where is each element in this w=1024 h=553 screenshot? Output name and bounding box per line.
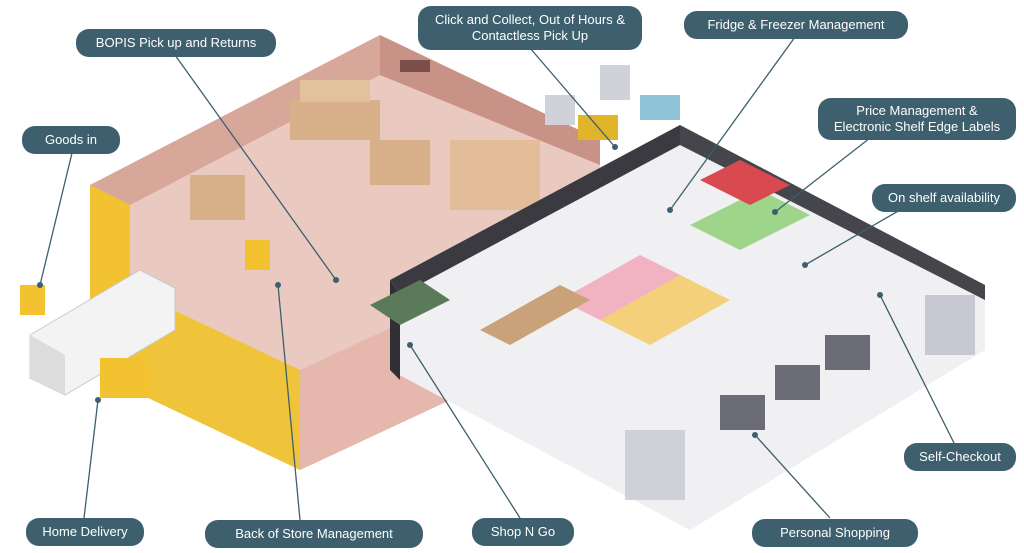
label-on-shelf-availability[interactable]: On shelf availability xyxy=(872,184,1016,212)
connector-lines xyxy=(39,36,956,521)
label-personal-shopping[interactable]: Personal Shopping xyxy=(752,519,918,547)
label-bopis[interactable]: BOPIS Pick up and Returns xyxy=(76,29,276,57)
label-back-of-store[interactable]: Back of Store Management xyxy=(205,520,423,548)
label-fridge-freezer[interactable]: Fridge & Freezer Management xyxy=(684,11,908,39)
label-price-management[interactable]: Price Management & Electronic Shelf Edge… xyxy=(818,98,1016,140)
label-self-checkout[interactable]: Self-Checkout xyxy=(904,443,1016,471)
label-click-and-collect[interactable]: Click and Collect, Out of Hours & Contac… xyxy=(418,6,642,50)
supermarket xyxy=(370,125,985,530)
label-shop-n-go[interactable]: Shop N Go xyxy=(472,518,574,546)
connector-dots xyxy=(37,144,883,438)
label-home-delivery[interactable]: Home Delivery xyxy=(26,518,144,546)
label-goods-in[interactable]: Goods in xyxy=(22,126,120,154)
vehicles xyxy=(20,65,680,398)
